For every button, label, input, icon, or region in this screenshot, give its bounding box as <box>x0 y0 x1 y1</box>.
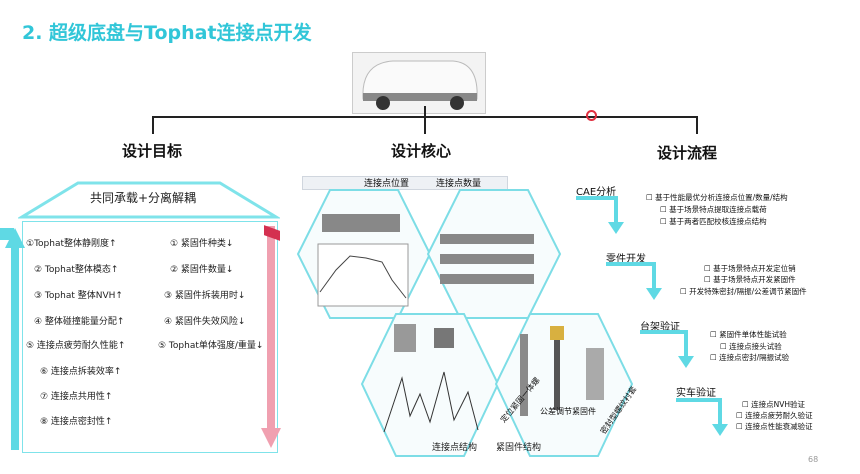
vehicle-image <box>352 52 486 114</box>
tree-branch-right <box>696 116 698 134</box>
tree-stem <box>424 106 426 118</box>
flow-arrow-1-icon <box>576 196 624 234</box>
flow-step-part: 零件开发 <box>606 254 646 265</box>
flow-bench-item-2: ☐ 连接点接头试验 <box>720 342 782 351</box>
flow-vehicle-item-1: ☐ 连接点NVH验证 <box>742 400 805 409</box>
core-bottom-struct: 连接点结构 <box>432 443 478 453</box>
section-flow: 设计流程 <box>657 144 718 162</box>
page-number: 68 <box>808 455 819 464</box>
core-hex-bottom-right <box>494 313 634 457</box>
section-core: 设计核心 <box>391 142 452 160</box>
goal-left-8: ⑧ 连接点密封性↑ <box>40 417 113 427</box>
goal-banner: 共同承载+分离解耦 <box>90 191 197 205</box>
tree-branch-left <box>152 116 154 134</box>
flow-part-item-1: ☐ 基于场景特点开发定位销 <box>704 264 796 273</box>
core-hex-top-left <box>296 189 432 319</box>
goal-left-7: ⑦ 连接点共用性↑ <box>40 392 113 402</box>
flow-step-vehicle: 实车验证 <box>676 388 716 399</box>
flow-cae-item-3: ☐ 基于两者匹配校核连接点结构 <box>660 217 767 226</box>
flow-vehicle-item-3: ☐ 连接点性能衰减验证 <box>736 422 813 431</box>
section-goal: 设计目标 <box>122 142 183 160</box>
core-img-label-2: 公差调节紧固件 <box>540 407 596 416</box>
up-arrow-icon <box>5 228 25 450</box>
flow-cae-item-1: ☐ 基于性能最优分析连接点位置/数量/结构 <box>646 193 788 202</box>
flow-bench-item-3: ☐ 连接点密封/隔振试验 <box>710 353 790 362</box>
goal-left-2: ② Tophat整体模态↑ <box>34 265 119 275</box>
goal-box <box>22 221 278 453</box>
page-title: 2. 超级底盘与Tophat连接点开发 <box>22 22 312 44</box>
flow-vehicle-item-2: ☐ 连接点疲劳耐久验证 <box>736 411 813 420</box>
flow-step-bench: 台架验证 <box>640 322 680 333</box>
goal-right-1: ① 紧固件种类↓ <box>170 239 234 249</box>
goal-right-2: ② 紧固件数量↓ <box>170 265 234 275</box>
goal-roof-shape <box>18 181 280 219</box>
flow-part-item-2: ☐ 基于场景特点开发紧固件 <box>704 275 796 284</box>
red-marker-icon <box>586 110 597 121</box>
goal-left-5: ⑤ 连接点疲劳耐久性能↑ <box>26 341 126 351</box>
flow-step-cae: CAE分析 <box>576 187 617 198</box>
flow-arrow-4-icon <box>676 398 728 436</box>
core-hex-top-right <box>426 189 562 319</box>
flow-bench-item-1: ☐ 紧固件单体性能试验 <box>710 330 787 339</box>
cyan-side-tab <box>0 228 14 240</box>
goal-right-4: ④ 紧固件失效风险↓ <box>164 317 246 327</box>
core-tab-bar <box>302 176 508 190</box>
flow-cae-item-2: ☐ 基于场景特点提取连接点载荷 <box>660 205 767 214</box>
flow-arrow-3-icon <box>640 330 694 368</box>
goal-right-5: ⑤ Tophat单体强度/重量↓ <box>158 341 264 351</box>
down-arrow-icon <box>261 226 281 448</box>
core-bottom-fastener: 紧固件结构 <box>496 443 542 453</box>
goal-left-6: ⑥ 连接点拆装效率↑ <box>40 367 122 377</box>
goal-left-1: ①Tophat整体静刚度↑ <box>26 239 117 249</box>
goal-right-3: ③ 紧固件拆装用时↓ <box>164 291 246 301</box>
goal-left-4: ④ 整体碰撞能量分配↑ <box>34 317 125 327</box>
tree-branch-center <box>424 116 426 134</box>
core-tab-position: 连接点位置 <box>364 179 410 189</box>
core-hex-bottom-left <box>360 313 500 457</box>
core-tab-count: 连接点数量 <box>436 179 482 189</box>
flow-arrow-2-icon <box>606 262 662 300</box>
flow-part-item-3: ☐ 开发特殊密封/隔振/公差调节紧固件 <box>680 287 807 296</box>
goal-left-3: ③ Tophat 整体NVH↑ <box>34 291 123 301</box>
